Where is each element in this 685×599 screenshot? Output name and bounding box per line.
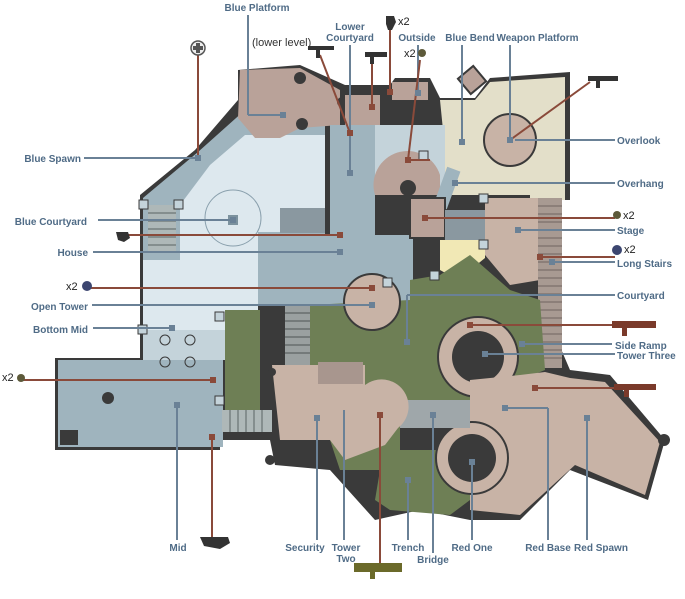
label-bridge: Bridge: [417, 555, 449, 566]
plasma-grenade-icon-open-tower: [82, 281, 92, 291]
frag-grenade-icon-stage: [613, 211, 621, 219]
rocket-launcher-icon: [354, 563, 402, 579]
count-long-stairs-x2: x2: [624, 244, 636, 256]
red-one-inner: [448, 434, 496, 482]
label-overlook: Overlook: [617, 136, 661, 147]
stage-pillar: [445, 210, 485, 240]
security-area: [272, 365, 409, 460]
mid-stairs-steps: [229, 410, 263, 432]
blue-bend-box: [456, 64, 488, 96]
frag-grenade-icon-outside: [418, 49, 426, 57]
count-mid-left-x2: x2: [2, 372, 14, 384]
label-house: House: [57, 248, 88, 259]
label-blue-platform: Blue Platform: [224, 3, 290, 14]
label-lower-courtyard: Lower Courtyard: [326, 22, 374, 44]
label-security: Security: [285, 543, 325, 554]
label-blue-bend: Blue Bend: [445, 33, 495, 44]
label-open-tower: Open Tower: [30, 302, 88, 313]
count-open-tower-x2: x2: [66, 281, 78, 293]
lower-courtyard-area: [330, 125, 375, 235]
label-mid: Mid: [169, 543, 187, 554]
plasma-pistol-icon: [386, 16, 396, 30]
label-outside: Outside: [398, 33, 436, 44]
security-dot: [268, 368, 276, 376]
plasma-pistol-icon-house: [116, 232, 130, 242]
mid-corner: [60, 430, 78, 445]
label-long-stairs: Long Stairs: [617, 259, 673, 270]
count-stage-x2: x2: [623, 210, 635, 222]
frag-grenade-icon-mid: [17, 374, 25, 382]
tower-three-inner: [452, 331, 504, 383]
mid-area: [58, 360, 223, 447]
brute-shot-icon: [612, 321, 656, 336]
side-ramp-steps: [285, 312, 310, 354]
leader-lines-red: [20, 28, 615, 563]
overhang-dot: [400, 180, 416, 196]
stage-area: [485, 198, 540, 285]
blue-platform-area: [238, 68, 340, 138]
overhang-curve: [373, 151, 440, 195]
label-courtyard: Courtyard: [617, 291, 665, 302]
plasma-grenade-icon-long-stairs: [612, 245, 622, 255]
label-lower-level-note: (lower level): [252, 37, 312, 49]
label-blue-courtyard: Blue Courtyard: [14, 217, 87, 228]
plasma-pistol-icon-mid: [200, 537, 230, 549]
blue-courtyard-circle: [204, 189, 262, 247]
bottom-mid-area: [143, 330, 225, 360]
label-tower-two: Tower Two: [331, 543, 361, 565]
mid-dot: [102, 392, 114, 404]
sniper-rifle-icon: [308, 46, 334, 58]
mid-stairs: [222, 410, 272, 432]
label-tower-three: Tower Three: [617, 351, 676, 362]
label-red-one: Red One: [451, 543, 493, 554]
health-pack-icon: [190, 40, 206, 56]
label-side-ramp: Side Ramp: [615, 341, 667, 352]
house-block: [280, 208, 325, 233]
pillars: [137, 150, 489, 406]
security-dot-2: [265, 455, 275, 465]
blue-courtyard-area: [143, 135, 325, 330]
leader-endpoints-red: [209, 89, 543, 440]
shotgun-icon: [614, 384, 656, 397]
bottom-mid-green: [225, 310, 260, 410]
bottom-mid-circles: [159, 334, 196, 368]
label-bottom-mid: Bottom Mid: [33, 325, 88, 336]
blue-platform-dot-1: [294, 72, 306, 84]
sniper-rifle-icon-overlook: [588, 76, 618, 88]
label-overhang: Overhang: [617, 179, 664, 190]
smg-icon: [365, 52, 387, 64]
security-block: [318, 362, 363, 384]
outside-ledge: [392, 82, 428, 100]
count-outside-x2: x2: [404, 48, 416, 60]
label-trench: Trench: [391, 543, 425, 554]
label-blue-spawn: Blue Spawn: [24, 154, 81, 165]
label-stage: Stage: [617, 226, 645, 237]
blue-platform-dot-2: [296, 118, 308, 130]
label-weapon-platform: Weapon Platform: [496, 33, 579, 44]
count-top-x2: x2: [398, 16, 410, 28]
label-red-spawn: Red Spawn: [574, 543, 628, 554]
red-base-dot: [658, 434, 670, 446]
label-red-base: Red Base: [525, 543, 571, 554]
side-ramp: [285, 305, 310, 365]
leader-endpoints: [169, 90, 590, 483]
